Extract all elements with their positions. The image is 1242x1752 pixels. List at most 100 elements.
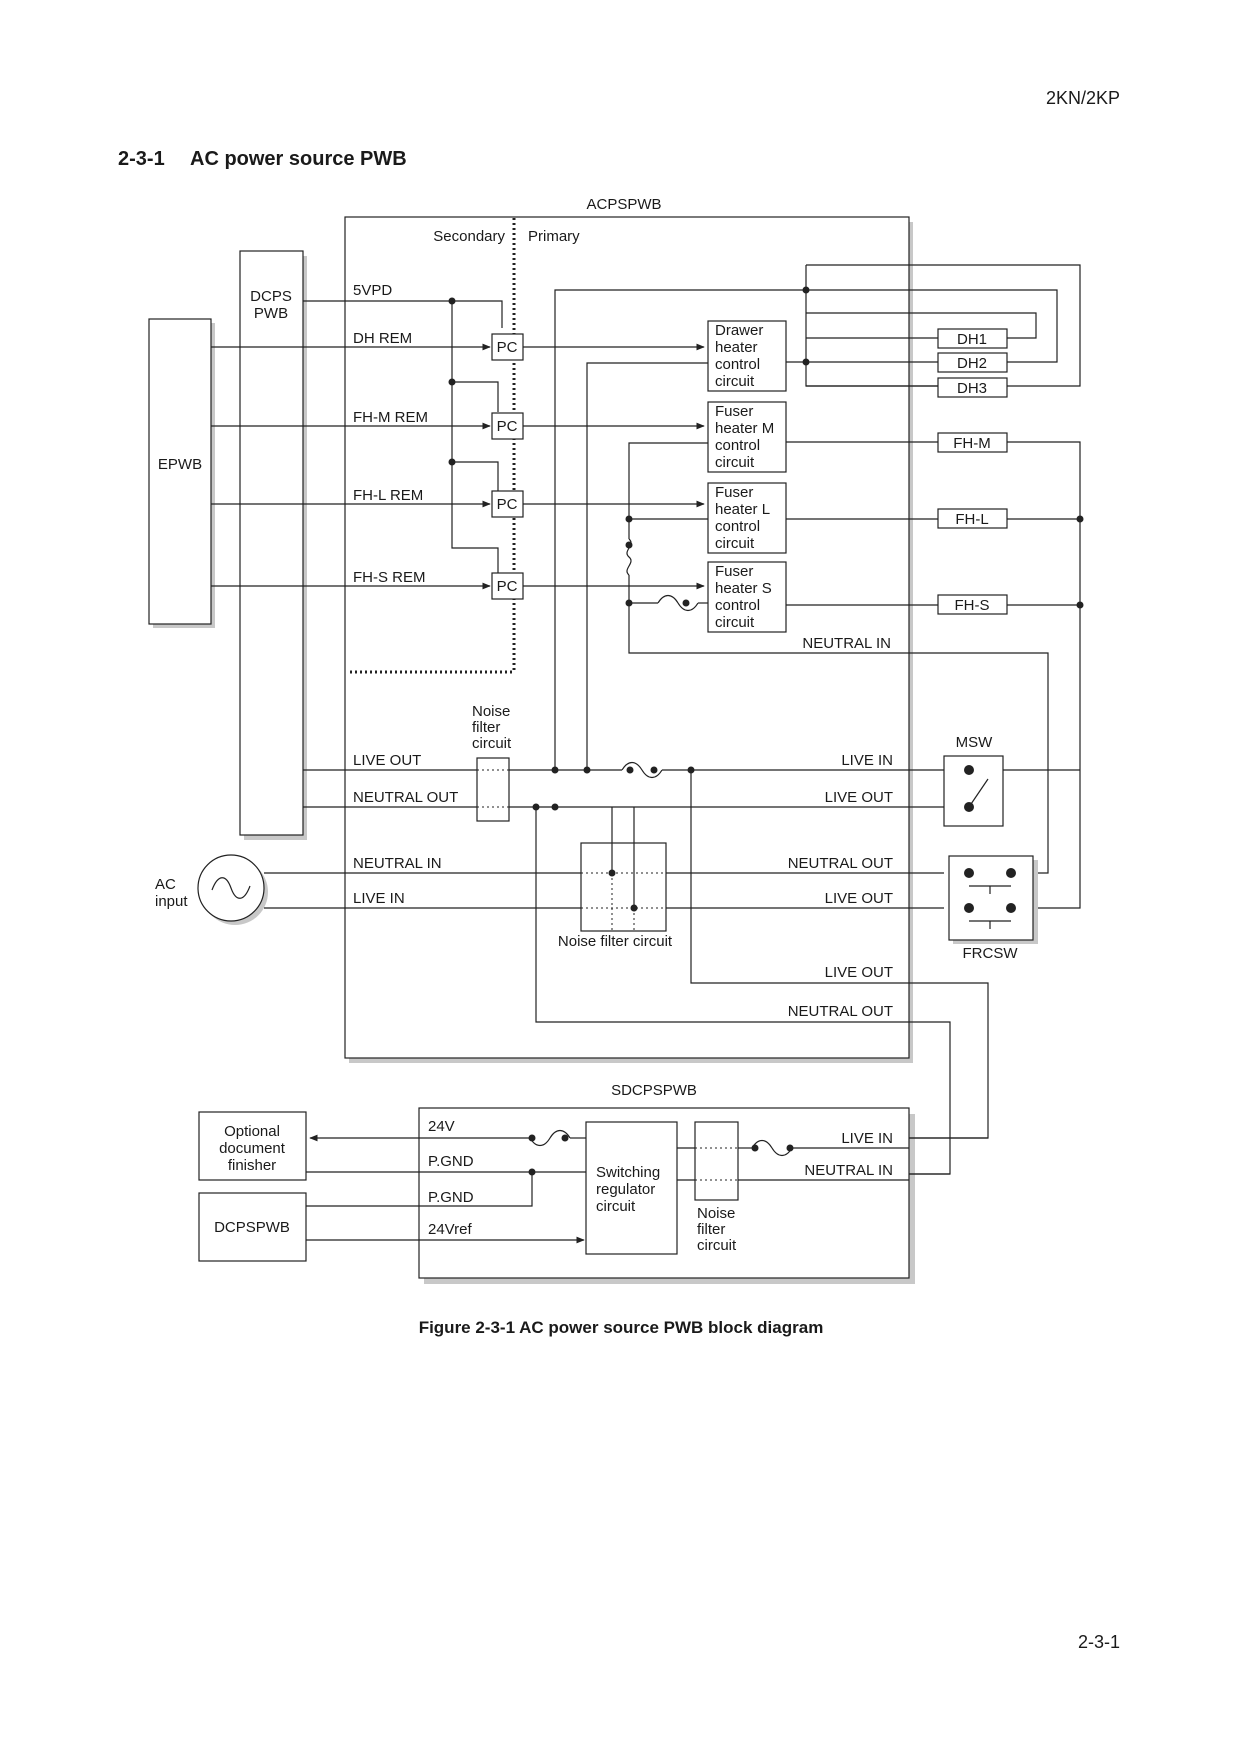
live-in-right: LIVE IN (841, 752, 893, 769)
secondary-label: Secondary (433, 228, 505, 245)
frcsw-label: FRCSW (963, 945, 1019, 962)
drawer-heater-control: Drawer heater control circuit (707, 320, 787, 392)
msw-label: MSW (956, 734, 994, 751)
neutral-in-left: NEUTRAL IN (353, 855, 442, 872)
signal-fhl-rem: FH-L REM (353, 487, 423, 504)
sdcps-pgnd-1: P.GND (428, 1153, 474, 1170)
fuser-m-line-2: heater M (715, 420, 774, 437)
dcps-pwb-label-1: DCPS (250, 288, 292, 305)
fuser-m-line-1: Fuser (715, 403, 753, 420)
fuser-l-line-3: control (715, 518, 760, 535)
document-code: 2KN/2KP (1045, 88, 1120, 108)
heater-fhs: FH-S (937, 594, 1008, 615)
sdcps-noise-filter: Noise filter circuit (694, 1121, 739, 1254)
live-out-bottom: LIVE OUT (825, 964, 893, 981)
figure-caption: Figure 2-3-1 AC power source PWB block d… (418, 1318, 824, 1337)
pc-fhm: PC (491, 412, 524, 440)
fuser-m-control: Fuser heater M control circuit (707, 401, 787, 473)
drawer-heater-line-1: Drawer (715, 322, 763, 339)
fuser-l-line-1: Fuser (715, 484, 753, 501)
ac-input: AC input (155, 854, 268, 925)
neutral-out-bottom: NEUTRAL OUT (788, 1003, 893, 1020)
fuser-s-line-3: control (715, 597, 760, 614)
switching-line-2: regulator (596, 1181, 655, 1198)
optional-finisher-block: Optional document finisher (198, 1111, 307, 1181)
signal-fhm-rem: FH-M REM (353, 409, 428, 426)
pc-fhs-label: PC (497, 578, 518, 595)
sdcpspwb-title: SDCPSPWB (611, 1082, 697, 1099)
pc-fhs: PC (491, 572, 524, 600)
neutral-out-right: NEUTRAL OUT (788, 855, 893, 872)
frcsw-switch: FRCSW (948, 855, 1038, 962)
live-in-left: LIVE IN (353, 890, 405, 907)
section-title: 2-3-1 AC power source PWB (118, 148, 407, 171)
fuser-m-line-4: circuit (715, 454, 755, 471)
sdcps-live-in: LIVE IN (841, 1130, 893, 1147)
noise-filter-small-line-2: filter (472, 719, 500, 736)
heater-fhs-label: FH-S (955, 597, 990, 614)
epwb-label: EPWB (158, 456, 202, 473)
msw-switch: MSW (943, 734, 1004, 827)
pc-fhl-label: PC (497, 496, 518, 513)
acpspwb-title: ACPSPWB (586, 196, 661, 213)
section-title-text: AC power source PWB (190, 148, 407, 170)
heater-fhl-label: FH-L (955, 511, 988, 528)
dcps-pwb-block: DCPS PWB (239, 250, 304, 836)
signal-5vpd: 5VPD (353, 282, 392, 299)
neutral-out-left: NEUTRAL OUT (353, 789, 458, 806)
sdcps-noise-line-2: filter (697, 1221, 725, 1238)
ac-input-label-2: input (155, 893, 188, 910)
dcpspwb-label: DCPSPWB (214, 1219, 290, 1236)
finisher-line-2: document (219, 1140, 286, 1157)
noise-filter-small-line-1: Noise (472, 703, 510, 720)
sdcps-24v: 24V (428, 1118, 455, 1135)
live-out-left: LIVE OUT (353, 752, 421, 769)
heater-dh2-label: DH2 (957, 355, 987, 372)
finisher-line-1: Optional (224, 1123, 280, 1140)
signal-dh-rem: DH REM (353, 330, 412, 347)
sdcps-pgnd-2: P.GND (428, 1189, 474, 1206)
heater-dh2: DH2 (937, 352, 1008, 373)
fuser-m-line-3: control (715, 437, 760, 454)
dcps-pwb-label-2: PWB (254, 305, 288, 322)
live-out-right-2: LIVE OUT (825, 890, 893, 907)
dcpspwb-block: DCPSPWB (198, 1192, 307, 1262)
fuser-s-line-4: circuit (715, 614, 755, 631)
pc-dh: PC (491, 333, 524, 361)
heater-dh1: DH1 (937, 328, 1008, 349)
heater-dh1-label: DH1 (957, 331, 987, 348)
fuser-l-line-4: circuit (715, 535, 755, 552)
heater-dh3-label: DH3 (957, 380, 987, 397)
pc-dh-label: PC (497, 339, 518, 356)
pc-fhm-label: PC (497, 418, 518, 435)
heater-dh3: DH3 (937, 377, 1008, 398)
fuser-l-line-2: heater L (715, 501, 770, 518)
noise-filter-main-label: Noise filter circuit (558, 933, 673, 950)
heater-fhl: FH-L (937, 508, 1008, 529)
switching-line-3: circuit (596, 1198, 636, 1215)
finisher-line-3: finisher (228, 1157, 276, 1174)
fuser-s-line-1: Fuser (715, 563, 753, 580)
drawer-heater-line-4: circuit (715, 373, 755, 390)
primary-label: Primary (528, 228, 580, 245)
signal-fhs-rem: FH-S REM (353, 569, 426, 586)
sdcps-noise-line-1: Noise (697, 1205, 735, 1222)
sdcps-noise-line-3: circuit (697, 1237, 737, 1254)
heater-fhm-label: FH-M (953, 435, 991, 452)
noise-filter-main: Noise filter circuit (558, 842, 673, 950)
live-out-right: LIVE OUT (825, 789, 893, 806)
page-number: 2-3-1 (1077, 1632, 1120, 1652)
sdcps-24vref: 24Vref (428, 1221, 472, 1238)
pc-fhl: PC (491, 490, 524, 518)
section-number: 2-3-1 (118, 148, 165, 170)
noise-filter-small: Noise filter circuit (472, 703, 512, 822)
neutral-in-top: NEUTRAL IN (802, 635, 891, 652)
epwb-block: EPWB (148, 318, 212, 625)
drawer-heater-line-2: heater (715, 339, 758, 356)
fuser-l-control: Fuser heater L control circuit (707, 482, 787, 554)
sdcps-neutral-in: NEUTRAL IN (804, 1162, 893, 1179)
drawer-heater-line-3: control (715, 356, 760, 373)
switching-regulator: Switching regulator circuit (585, 1121, 678, 1255)
switching-line-1: Switching (596, 1164, 660, 1181)
